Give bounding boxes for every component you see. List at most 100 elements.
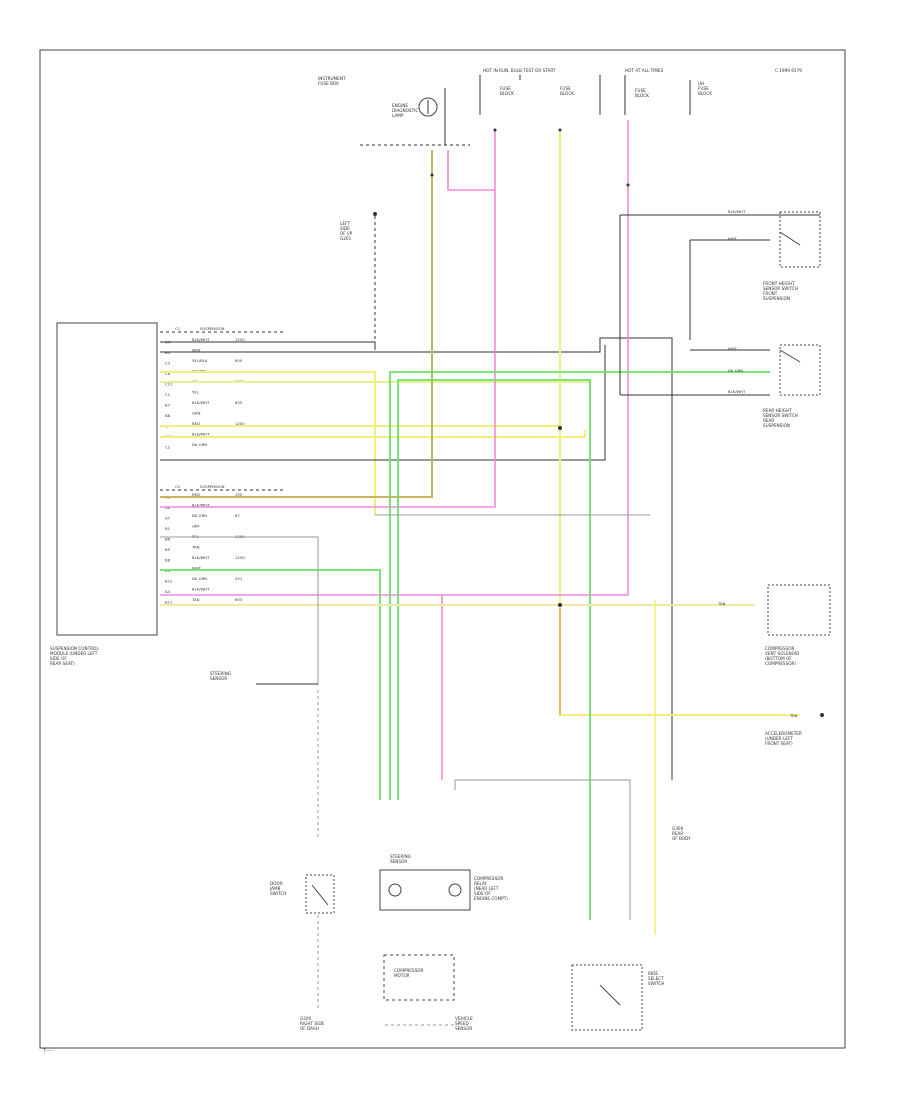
pin-label: B7 (165, 403, 171, 408)
pin-label: C12 (165, 382, 173, 387)
wire-color-label: BLK/WHT (192, 400, 210, 405)
wire-gray-4 (454, 779, 631, 920)
wire-yel-c1 (160, 430, 586, 438)
circuit-number: 1250 (235, 337, 245, 342)
circuit-number: 853 (235, 597, 243, 602)
lbl-r3: WHT (728, 346, 738, 351)
wire-color-label: BLK/WHT (192, 337, 210, 342)
wire-color-label: TAN (191, 597, 200, 602)
lbl-r4: DK GRN (728, 368, 743, 373)
wire-color-label: YEL (192, 390, 200, 395)
wire-color-label: DK GRN (192, 442, 207, 447)
svg-text:G200: G200 (300, 1016, 312, 1021)
svg-text:OF DASH: OF DASH (300, 1026, 319, 1031)
svg-text:HOT AT ALL TIMES: HOT AT ALL TIMES (625, 68, 664, 73)
wire-color-label: BLK/WHT (192, 503, 210, 508)
wire-color-label: GRN (192, 411, 201, 416)
pin-label: B6 (165, 537, 171, 542)
svg-text:ENGINE: ENGINE (392, 103, 408, 108)
lbl-r1: BLK/WHT (728, 209, 746, 214)
svg-text:TAN: TAN (717, 601, 726, 606)
svg-text:RIGHT SIDE: RIGHT SIDE (300, 1021, 325, 1026)
pin-label: C3 (165, 361, 171, 366)
svg-text:HOT IN RUN, BULB TEST OR START: HOT IN RUN, BULB TEST OR START (483, 68, 556, 73)
svg-text:FUSE: FUSE (635, 88, 646, 93)
svg-text:UH: UH (698, 81, 704, 86)
wire-green-3 (397, 379, 591, 800)
pin-label: B11 (165, 600, 173, 605)
pin-label: C8 (165, 371, 171, 376)
svg-text:BLOCK: BLOCK (635, 93, 649, 98)
svg-text:LAMP: LAMP (392, 113, 404, 118)
svg-text:FUSE: FUSE (698, 86, 709, 91)
circuit-number: 150 (235, 492, 243, 497)
wire-blk-b4 (160, 337, 673, 780)
svg-text:FUSE: FUSE (560, 86, 571, 91)
pin-label: B8 (165, 413, 171, 418)
svg-text:C2: C2 (175, 484, 181, 489)
wire-green-2 (389, 371, 770, 800)
svg-text:BLOCK: BLOCK (698, 91, 712, 96)
wire-pink-vert (160, 120, 629, 596)
wire-dkyel-instr (160, 150, 433, 498)
pin-label: B8 (165, 558, 171, 563)
circuit-number: 650 (235, 358, 243, 363)
ref-code: C 1999 9179 (775, 68, 802, 73)
pin-label: A4 (165, 589, 171, 594)
connector-c1: C1 SUSPENSION (160, 326, 285, 333)
pin-label: B1 (165, 526, 171, 531)
svg-text:DIAGNOSTIC: DIAGNOSTIC (392, 108, 418, 113)
pin-label: A7 (165, 516, 171, 521)
wire-color-label: RED (192, 421, 200, 426)
wire-color-label: WHT (192, 566, 202, 571)
svg-text:SUSPENSION: SUSPENSION (200, 484, 225, 489)
circuit-number: 251 (235, 576, 243, 581)
wire-gray-2 (160, 536, 319, 685)
svg-text:C1: C1 (175, 326, 181, 331)
wire-pink-red (160, 130, 496, 508)
circuit-number: 1250 (235, 555, 245, 560)
fuse-block-hot-all-times: HOT AT ALL TIMES FUSE BLOCK UH FUSE BLOC… (624, 68, 712, 115)
wire-color-label: YEL/BLK (192, 358, 208, 363)
wire-color-label: WHT (192, 348, 202, 353)
wire-color-label: GRY (192, 524, 200, 529)
lbl-r5: BLK/WHT (728, 389, 746, 394)
wire-color-label: BLK/WHT (192, 555, 210, 560)
wire-green-1 (160, 569, 381, 800)
svg-text:SUSPENSION: SUSPENSION (200, 326, 225, 331)
wire-color-label: TAN (191, 545, 200, 550)
fuse-block-run: HOT IN RUN, BULB TEST OR START FUSE BLOC… (479, 68, 601, 115)
diagram-frame (39, 49, 846, 1049)
lbl-r2: WHT (728, 236, 738, 241)
svg-text:BLOCK: BLOCK (500, 91, 514, 96)
wire-blk-wht-b7 (160, 345, 606, 461)
pin-label: B5 (165, 547, 171, 552)
svg-text:BLOCK: BLOCK (560, 91, 574, 96)
circuit-number: 87 (235, 513, 240, 518)
pin-label: C2 (165, 445, 171, 450)
